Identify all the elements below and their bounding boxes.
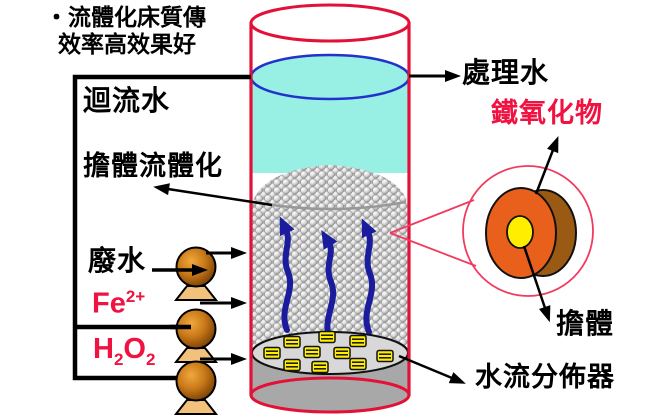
carrier-particle-callout <box>389 136 594 323</box>
nozzle-icon <box>333 346 351 360</box>
nozzle-icon <box>318 330 336 344</box>
upflow-arrows <box>279 216 377 343</box>
pumps <box>173 246 219 415</box>
pump-fe2 <box>173 308 219 363</box>
label-fe2plus: Fe2+ <box>92 288 145 319</box>
label-h2o2: H2O2 <box>93 334 155 369</box>
label-carrier-fluidization: 擔體流體化 <box>83 151 223 181</box>
upflow-arrow-icon <box>361 218 377 335</box>
h2o2-h: H <box>93 333 114 365</box>
h2o2-o: O <box>123 333 146 365</box>
column-top-ellipse <box>249 3 411 43</box>
h2o2-sub2: 2 <box>145 349 156 369</box>
h2o2-sub1: 2 <box>113 349 124 369</box>
callout-line-upper <box>389 199 475 234</box>
distributor-pointer-arrow <box>398 354 466 384</box>
upflow-arrow-icon <box>279 216 295 333</box>
nozzle-icon <box>311 360 329 374</box>
pump-sphere <box>175 360 217 402</box>
column-bottom-ellipse <box>249 376 411 414</box>
nozzle-icon <box>376 349 394 363</box>
label-wastewater: 廢水 <box>88 245 147 276</box>
callout-circle <box>462 165 594 297</box>
carrier-fluidization-pointer-arrow <box>153 183 273 207</box>
label-recirculated-water: 迴流水 <box>83 85 171 116</box>
iron-oxide-pointer-arrow <box>534 136 559 195</box>
diagram-title: ・流體化床質傳 效率高效果好 <box>45 4 206 58</box>
label-iron-oxide: 鐵氧化物 <box>491 98 603 128</box>
fe-superscript: 2+ <box>125 287 146 306</box>
water-surface-ellipse <box>249 53 411 101</box>
label-carrier: 擔體 <box>556 308 615 339</box>
callout-line-lower <box>389 232 477 267</box>
pump-base <box>173 285 219 301</box>
carrier-pointer-arrow <box>522 245 551 323</box>
carrier-core <box>506 215 534 249</box>
nozzle-icon <box>283 358 301 372</box>
pump-h2o2 <box>173 360 219 415</box>
nozzle-icon <box>349 357 367 371</box>
nozzle-icon <box>283 335 301 349</box>
clarified-water-zone <box>249 53 411 173</box>
label-treated-water: 處理水 <box>462 57 550 88</box>
nozzle-icon <box>303 345 321 359</box>
pump-wastewater <box>173 246 219 301</box>
reactor-column-shell <box>249 3 411 396</box>
fe-base: Fe <box>92 287 126 320</box>
label-water-distributor: 水流分佈器 <box>475 362 615 392</box>
nozzle-icon <box>349 334 367 348</box>
reactor-bottom-zone <box>249 330 411 414</box>
title-line-2: 效率高效果好 <box>58 31 196 57</box>
pump-flow-arrows <box>152 247 247 365</box>
upflow-arrow-icon <box>321 230 338 343</box>
nozzle-icon <box>263 346 281 360</box>
title-line-1: ・流體化床質傳 <box>45 4 206 30</box>
pump-base <box>173 399 219 415</box>
recirculation-pipe <box>72 74 251 384</box>
annotation-arrows <box>153 183 466 384</box>
distributor-nozzles <box>263 330 394 374</box>
